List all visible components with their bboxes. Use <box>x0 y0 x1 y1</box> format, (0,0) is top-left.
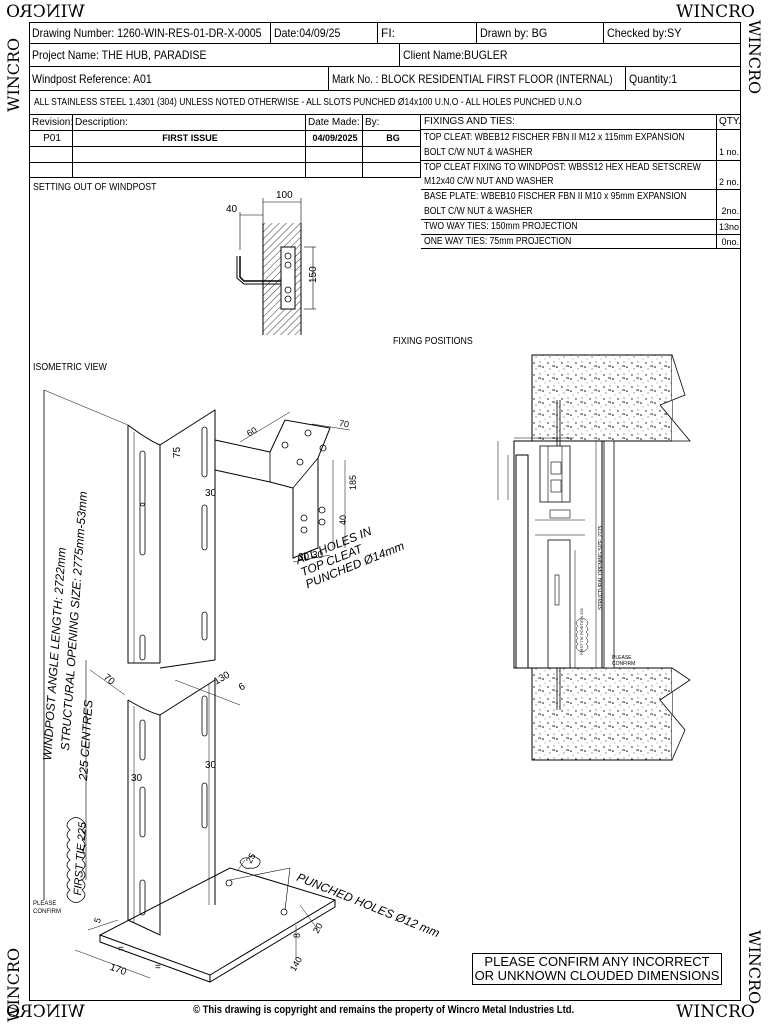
fixing-qty: 2no. <box>721 206 739 216</box>
fixings-header: FIXINGS AND TIES: <box>424 116 515 127</box>
project-name: Project Name: THE HUB, PARADISE <box>29 44 400 67</box>
fixing-line: ONE WAY TIES: 75mm PROJECTION <box>424 236 572 247</box>
isometric-view <box>43 389 351 983</box>
copyright-notice: © This drawing is copyright and remains … <box>193 1004 575 1016</box>
setting-out-view <box>236 198 316 335</box>
dim-100: 100 <box>276 190 293 201</box>
rev-header-by: By: <box>365 117 380 128</box>
dim-30: 30 <box>298 552 310 563</box>
dim-150: 150 <box>308 266 319 283</box>
logo-top-right: WINCRO <box>676 2 755 22</box>
dim-70: 70 <box>338 418 350 430</box>
fixing-line: M12x40 C/W NUT AND WASHER <box>424 176 554 187</box>
rev-header-description: Description: <box>75 117 128 128</box>
first-tie-small: FIRST TIE POSITION 225 <box>579 608 584 655</box>
dim-30: 30 <box>205 760 217 771</box>
drawing-date: Date:04/09/25 <box>271 22 378 44</box>
dim-40b: 40 <box>338 514 348 525</box>
dim-185: 185 <box>348 474 358 490</box>
fixings-qty-header: QTY. <box>719 116 741 127</box>
logo-bottom-right: WINCRO <box>676 1002 755 1022</box>
fixing-qty: 2 no. <box>719 177 740 187</box>
fixing-line: BOLT C/W NUT & WASHER <box>424 206 533 217</box>
dim-eq: = <box>155 962 161 973</box>
rev-row-revision: P01 <box>43 133 61 144</box>
quantity: Quantity:1 <box>629 72 678 86</box>
confirm-box: PLEASE CONFIRM ANY INCORRECT OR UNKNOWN … <box>472 953 722 985</box>
fixing-line: TOP CLEAT: WBEB12 FISCHER FBN II M12 x 1… <box>424 132 685 143</box>
confirm-box-line: OR UNKNOWN CLOUDED DIMENSIONS <box>474 968 720 983</box>
mark-no: Mark No. : BLOCK RESIDENTIAL FIRST FLOOR… <box>329 67 626 91</box>
rev-row-date: 04/09/2025 <box>312 133 358 143</box>
drawing-number: Drawing Number: 1260-WIN-RES-01-DR-X-000… <box>29 22 271 44</box>
checked-by: Checked by:SY <box>607 26 682 40</box>
fixing-qty: 1 no. <box>719 147 740 157</box>
windpost-reference: Windpost Reference: A01 <box>29 67 329 91</box>
dim-75: 75 <box>172 446 183 458</box>
isometric-view-label: ISOMETRIC VIEW <box>33 362 107 373</box>
fixing-line: TWO WAY TIES: 150mm PROJECTION <box>424 221 578 232</box>
dim-30: 30 <box>131 773 143 784</box>
client-name: Client Name:BUGLER <box>403 48 508 62</box>
setting-out-label: SETTING OUT OF WINDPOST <box>33 182 157 193</box>
fixing-qty: 13no. <box>719 222 741 232</box>
fixing-positions-label: FIXING POSITIONS <box>393 336 473 347</box>
drawn-by: Drawn by: BG <box>477 22 604 44</box>
fixing-qty: 0no. <box>721 237 739 247</box>
please-confirm-small: PLEASE CONFIRM <box>612 655 636 667</box>
confirm-box-line: PLEASE CONFIRM ANY INCORRECT <box>484 954 710 969</box>
fixing-line: BASE PLATE: WBEB10 FISCHER FBN II M10 x … <box>424 191 687 202</box>
dim-30: 30 <box>205 488 217 499</box>
structural-opening-small: STRUCTURAL OPENING SIZE: 2775 <box>598 525 604 610</box>
dim-eq: = <box>118 944 124 955</box>
rev-row-by: BG <box>386 133 400 143</box>
dim-8: 8 <box>292 932 302 938</box>
dim-30: 30 <box>312 550 324 561</box>
rev-row-description: FIRST ISSUE <box>162 133 218 143</box>
fixing-line: BOLT C/W NUT & WASHER <box>424 147 533 158</box>
drawing-border <box>29 22 741 1001</box>
general-note: ALL STAINLESS STEEL 1.4301 (304) UNLESS … <box>34 97 582 108</box>
please-confirm-label: PLEASE CONFIRM <box>33 901 61 915</box>
dim-40: 40 <box>226 204 238 215</box>
fixing-line: TOP CLEAT FIXING TO WINDPOST: WBSS12 HEX… <box>424 162 701 173</box>
rev-header-date: Date Made: <box>308 117 360 128</box>
fixing-positions-view <box>497 354 691 761</box>
fi-field: FI: <box>378 22 477 44</box>
rev-header-revision: Revision: <box>32 117 72 128</box>
